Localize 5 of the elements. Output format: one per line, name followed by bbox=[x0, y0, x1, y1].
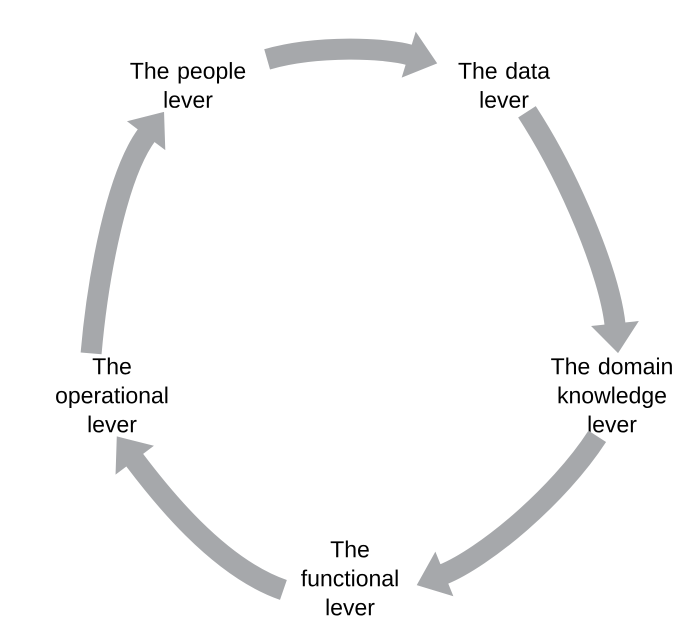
node-label: The functional lever bbox=[301, 540, 398, 616]
node-label: The operational lever bbox=[56, 358, 168, 432]
node-label: The domain knowledge lever bbox=[551, 358, 672, 432]
node-label: The data lever bbox=[458, 62, 550, 108]
node-label: The people lever bbox=[130, 62, 246, 108]
